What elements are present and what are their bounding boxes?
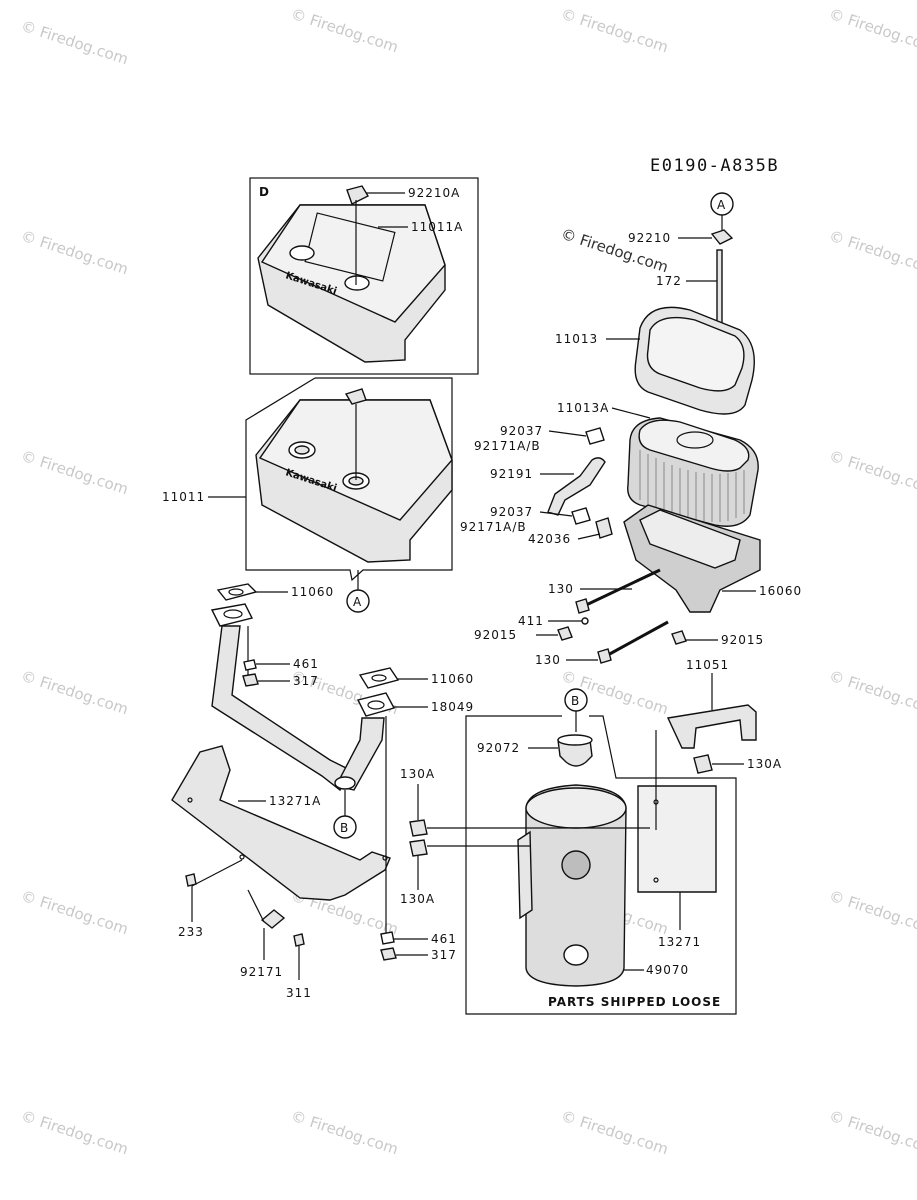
part-label-13271: 13271 [658,935,701,949]
part-label-11011A: 11011A [411,220,463,234]
loose-parts-label: PARTS SHIPPED LOOSE [548,995,721,1009]
part-label-92037-top: 92037 [500,424,543,438]
watermark: © Firedog.com [19,227,131,279]
part-label-18049: 18049 [431,700,474,714]
watermark: © Firedog.com [827,447,917,499]
part-label-317-bot: 317 [431,948,457,962]
part-label-92210: 92210 [628,231,671,245]
watermark: © Firedog.com [827,227,917,279]
callout-a-bottom-label: A [353,595,362,609]
callout-a-bottom [346,589,370,613]
inset-d: D Kawasaki [249,177,479,375]
part-label-92037-bot: 92037 [490,505,533,519]
part-label-11013: 11013 [555,332,598,346]
watermark: © Firedog.com [19,17,131,69]
part-label-172: 172 [656,274,682,288]
part-label-130-bot: 130 [535,653,561,667]
watermark: © Firedog.com [827,887,917,939]
part-label-92072: 92072 [477,741,520,755]
watermark: © Firedog.com [289,5,401,57]
part-label-317-top: 317 [293,674,319,688]
callout-a-top-label: A [717,198,726,212]
callout-b-muffler-label: B [571,694,579,708]
inset-d-frame [249,177,479,375]
diagram-code: E0190-A835B [650,156,779,176]
part-label-461-top: 461 [293,657,319,671]
part-label-92171AB-top: 92171A/B [474,439,541,453]
part-label-11060-top: 11060 [291,585,334,599]
shroud-11011: Kawasaki [245,377,453,582]
part-label-11011: 11011 [162,490,205,504]
part-label-92171AB-bot: 92171A/B [460,520,527,534]
callout-a-top [710,192,734,216]
part-label-130A-bot: 130A [400,892,435,906]
part-label-130-top: 130 [548,582,574,596]
watermark: © Firedog.com [827,5,917,57]
part-label-461-bot: 461 [431,932,457,946]
watermark: © Firedog.com [19,1107,131,1159]
part-label-16060: 16060 [759,584,802,598]
callout-b-pipe-label: B [340,821,348,835]
part-label-411: 411 [518,614,544,628]
part-label-92210A: 92210A [408,186,460,200]
watermark: © Firedog.com [827,667,917,719]
exhaust-pipe [210,583,400,792]
part-label-11051: 11051 [686,658,729,672]
part-label-92191: 92191 [490,467,533,481]
watermark: © Firedog.com [19,667,131,719]
part-label-311: 311 [286,986,312,1000]
part-label-130A-top: 130A [400,767,435,781]
watermark: © Firedog.com [559,1107,671,1159]
part-label-92015-right: 92015 [721,633,764,647]
part-label-92171: 92171 [240,965,283,979]
part-label-92015-left: 92015 [474,628,517,642]
watermark: © Firedog.com [19,887,131,939]
filter-pleats [639,450,745,522]
part-label-11013A: 11013A [557,401,609,415]
inset-d-label: D [259,185,270,199]
watermark: © Firedog.com [289,1107,401,1159]
watermark: © Firedog.com [827,1107,917,1159]
watermark: © Firedog.com [19,447,131,499]
part-label-42036: 42036 [528,532,571,546]
callout-b-pipe [333,815,357,839]
watermark: © Firedog.com [559,5,671,57]
part-label-233: 233 [178,925,204,939]
loose-parts-box [465,715,737,1015]
part-label-130A-right: 130A [747,757,782,771]
part-label-49070: 49070 [646,963,689,977]
heat-shield-13271a [171,745,391,901]
callout-b-muffler [564,688,588,712]
part-label-13271A: 13271A [269,794,321,808]
part-label-11060-mid: 11060 [431,672,474,686]
